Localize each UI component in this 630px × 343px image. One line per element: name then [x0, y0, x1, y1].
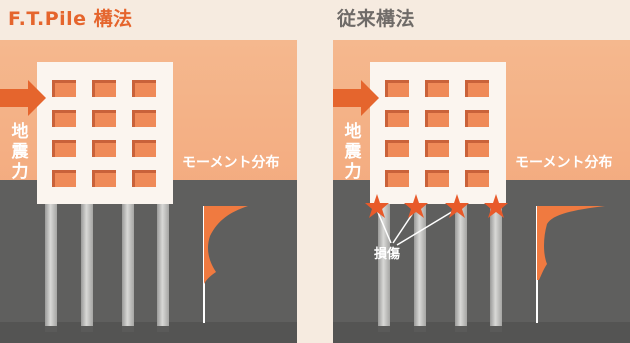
window [385, 170, 409, 187]
moment-distribution-label: モーメント分布 [515, 155, 613, 171]
pile-base [378, 326, 390, 332]
damage-star-icon [484, 194, 508, 218]
moment-distribution-curve [536, 206, 605, 323]
window [425, 110, 449, 127]
window [385, 80, 409, 97]
moment-distribution-label: モーメント分布 [182, 155, 280, 171]
window [92, 170, 116, 187]
damage-star-icon [404, 194, 428, 218]
window [425, 140, 449, 157]
window [465, 110, 489, 127]
window [385, 140, 409, 157]
window [425, 80, 449, 97]
moment-distribution-curve [203, 206, 248, 323]
window [465, 170, 489, 187]
window [132, 140, 156, 157]
pile [490, 204, 502, 332]
pile [81, 204, 93, 332]
right-diagram-panel: 地震力 モーメント分布 損傷 [333, 40, 630, 343]
pile [414, 204, 426, 332]
pile [378, 204, 390, 332]
pile-base [490, 326, 502, 332]
ground-bottom [333, 322, 630, 343]
damage-label: 損傷 [374, 247, 401, 262]
pile-base [45, 326, 57, 332]
window [52, 170, 76, 187]
building [370, 62, 506, 204]
pile [122, 204, 134, 332]
window [465, 80, 489, 97]
window [385, 110, 409, 127]
window [425, 170, 449, 187]
seismic-force-label: 地震力 [344, 122, 362, 182]
window [92, 110, 116, 127]
ground-bottom [0, 322, 297, 343]
window [52, 80, 76, 97]
pile-base [455, 326, 467, 332]
damage-pointer-lines [376, 209, 456, 246]
pile-base [157, 326, 169, 332]
window [465, 140, 489, 157]
window [92, 80, 116, 97]
window [132, 110, 156, 127]
window [52, 140, 76, 157]
window [132, 80, 156, 97]
damage-star-icon [365, 194, 389, 218]
seismic-force-label: 地震力 [11, 122, 29, 182]
pile-base [122, 326, 134, 332]
window [52, 110, 76, 127]
force-arrow-icon [333, 80, 379, 116]
pile [45, 204, 57, 332]
window [132, 170, 156, 187]
pile-base [414, 326, 426, 332]
building [37, 62, 173, 204]
pile [157, 204, 169, 332]
force-arrow-icon [0, 80, 46, 116]
left-title: F.T.Pile 構法 [8, 8, 133, 30]
damage-star-icon [445, 194, 469, 218]
window [92, 140, 116, 157]
right-title: 従来構法 [337, 8, 416, 30]
left-diagram-panel: 地震力 モーメント分布 [0, 40, 297, 343]
pile-base [81, 326, 93, 332]
pile [455, 204, 467, 332]
